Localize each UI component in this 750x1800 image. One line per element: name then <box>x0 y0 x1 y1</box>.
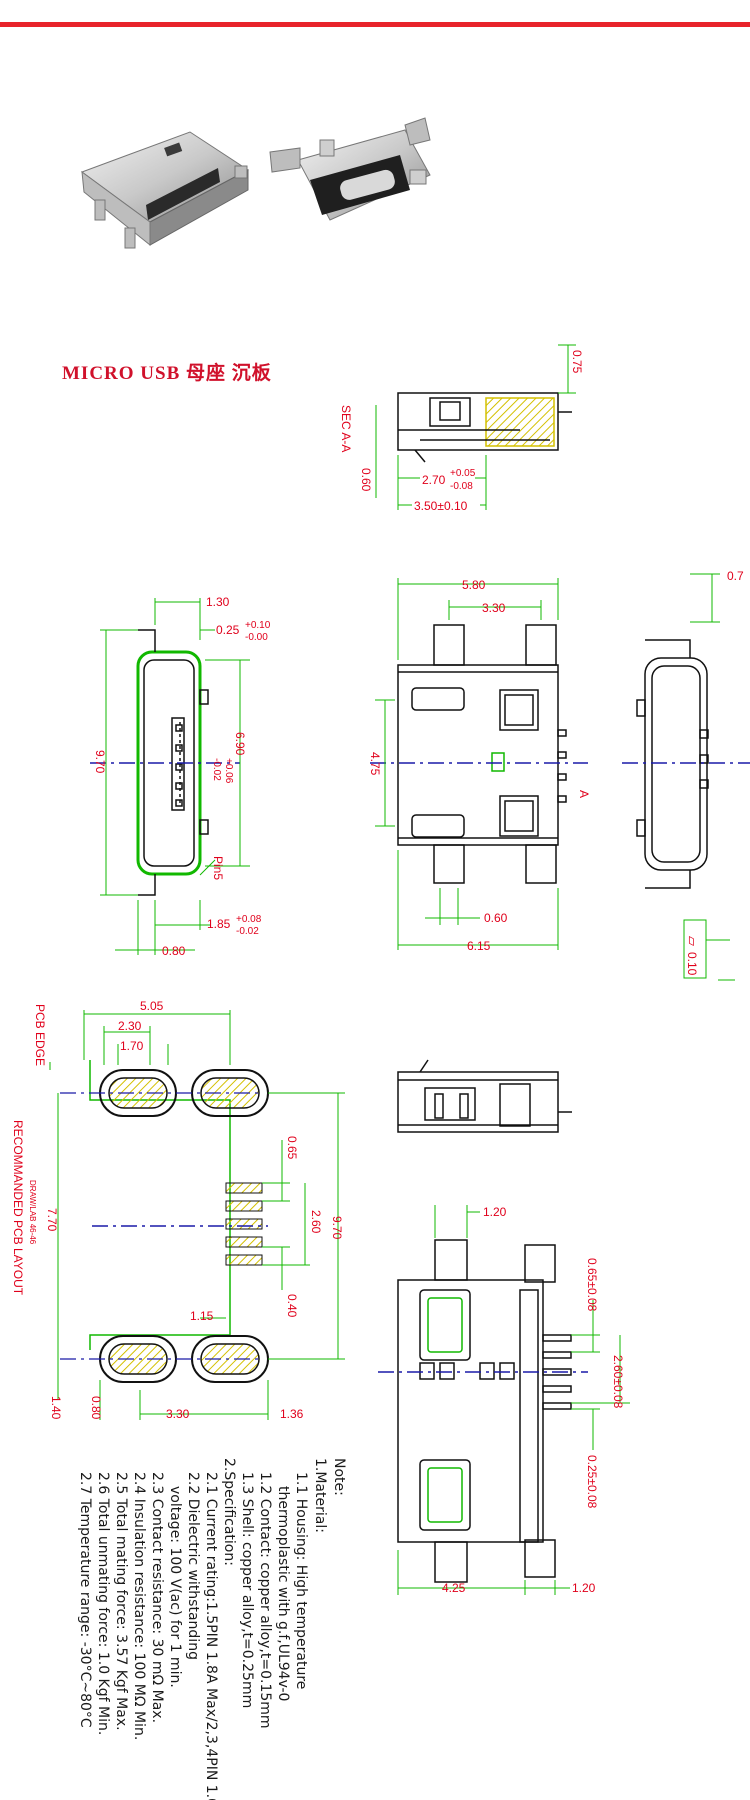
dim-front-025: 0.25 <box>216 623 240 637</box>
section-a-a-view <box>397 392 572 463</box>
dim-bottom-120-bot: 1.20 <box>572 1581 596 1595</box>
dim-front-130: 1.30 <box>206 595 230 609</box>
dim-front-025-tol-dn: -0.00 <box>245 632 268 643</box>
side-dimension-lines <box>683 573 735 981</box>
top-view <box>397 624 567 884</box>
dim-front-690-tol-dn: -0.02 <box>211 758 222 781</box>
dim-section-350: 3.50±0.10 <box>414 499 468 513</box>
note-line-10: 2.3 Contact resistance: 30 mΩ Max. <box>149 1472 165 1723</box>
dim-pcb-770: 7.70 <box>45 1208 59 1232</box>
note-line-7: 2.1 Current rating:1.5PIN 1.8A Max/2,3,4… <box>203 1472 219 1800</box>
label-top-a: A <box>577 790 591 798</box>
section-label: SEC A-A <box>339 405 353 452</box>
note-line-0: Note: <box>331 1458 347 1496</box>
pcb-dimension-lines <box>49 1010 345 1420</box>
note-line-11: 2.4 Insulation resistance: 100 MΩ Min. <box>131 1472 147 1740</box>
dim-top-060: 0.60 <box>484 911 508 925</box>
note-line-5: 1.3 Shell: copper alloy,t=0.25mm <box>239 1472 255 1708</box>
dim-pcb-330: 3.30 <box>166 1407 190 1421</box>
dim-top-475: 4.75 <box>368 752 382 776</box>
bottom-view <box>397 1239 572 1583</box>
dim-front-690: 6.90 <box>233 732 247 756</box>
label-pcb-layout: RECOMMANDED PCB LAYOUT <box>11 1120 25 1296</box>
note-line-8: 2.2 Dielectric withstanding <box>185 1472 201 1660</box>
label-pin5: Pin5 <box>211 856 225 880</box>
dim-section-270-tol-up: +0.05 <box>450 468 476 479</box>
dim-pcb-970: 9.70 <box>330 1216 344 1240</box>
side-profile-view <box>397 1059 572 1133</box>
note-line-12: 2.5 Total mating force: 3.57 Kgf Max. <box>113 1472 129 1731</box>
note-line-2: 1.1 Housing: High temperature <box>293 1472 309 1689</box>
top-dimension-lines <box>375 578 559 950</box>
note-line-4: 1.2 Contact: copper alloy,t=0.15mm <box>257 1472 273 1729</box>
connector-photo-2 <box>269 117 431 221</box>
dim-pcb-260: 2.60 <box>309 1210 323 1234</box>
dim-pcb-230: 2.30 <box>118 1019 142 1033</box>
dim-pcb-170: 1.70 <box>120 1039 144 1053</box>
section-dimension-lines <box>375 344 576 510</box>
connector-photo-1 <box>80 131 249 249</box>
dim-front-185-tol-up: +0.08 <box>236 914 262 925</box>
label-pcb-edge: PCB EDGE <box>33 1004 47 1066</box>
note-line-6: 2.Specification: <box>221 1458 237 1566</box>
dim-pcb-136: 1.36 <box>280 1407 304 1421</box>
dim-section-270: 2.70 <box>422 473 446 487</box>
dim-pcb-080: 0.80 <box>89 1396 103 1420</box>
front-dimension-lines <box>100 598 250 955</box>
note-line-14: 2.7 Temperature range: -30°C~80°C <box>77 1472 93 1728</box>
dim-top-615: 6.15 <box>467 939 491 953</box>
dim-top-330: 3.30 <box>482 601 506 615</box>
side-view <box>636 639 709 889</box>
dim-bottom-120-top: 1.20 <box>483 1205 507 1219</box>
dim-top-580: 5.80 <box>462 578 486 592</box>
dim-section-060: 0.60 <box>359 468 373 492</box>
dim-bottom-260: 2.60±0.08 <box>611 1355 625 1409</box>
dim-pcb-115: 1.15 <box>190 1309 214 1323</box>
note-line-13: 2.6 Total unmating force: 1.0 Kgf Min. <box>95 1472 111 1735</box>
pcb-layout-view <box>89 1060 269 1383</box>
note-line-1: 1.Material: <box>312 1458 328 1533</box>
label-pcb-layout-sub: DRAW/LAB 46-46 <box>28 1180 37 1245</box>
dim-front-970: 9.70 <box>93 750 107 774</box>
header-red-rule <box>0 22 750 27</box>
dim-pcb-040: 0.40 <box>285 1294 299 1318</box>
dim-section-270-tol-dn: -0.08 <box>450 481 473 492</box>
dim-section-075: 0.75 <box>570 350 584 374</box>
dim-front-185: 1.85 <box>207 917 231 931</box>
drawing-title: MICRO USB 母座 沉板 <box>62 363 272 384</box>
dim-bottom-425: 4.25 <box>442 1581 466 1595</box>
dim-front-025-tol-up: +0.10 <box>245 620 271 631</box>
dim-side-010: 0.10 <box>685 952 699 976</box>
dim-pcb-065: 0.65 <box>285 1136 299 1160</box>
dim-side-07: 0.7 <box>727 569 744 583</box>
dim-bottom-025: 0.25±0.08 <box>585 1455 599 1509</box>
note-line-9: voltage: 100 V(ac) for 1 min. <box>167 1486 183 1688</box>
bottom-dimension-lines <box>397 1205 630 1595</box>
dim-pcb-140: 1.40 <box>49 1396 63 1420</box>
dim-pcb-505: 5.05 <box>140 999 164 1013</box>
notes-block: Note: 1.Material: 1.1 Housing: High temp… <box>77 1458 347 1800</box>
dim-front-080: 0.80 <box>162 944 186 958</box>
note-line-3: thermoplastic with g.f,UL94v-0 <box>275 1486 291 1701</box>
side-flatness-symbol: ▱ <box>685 936 700 946</box>
dim-front-185-tol-dn: -0.02 <box>236 926 259 937</box>
dim-front-690-tol-up: +0.06 <box>223 758 234 784</box>
dim-bottom-065: 0.65±0.08 <box>585 1258 599 1312</box>
